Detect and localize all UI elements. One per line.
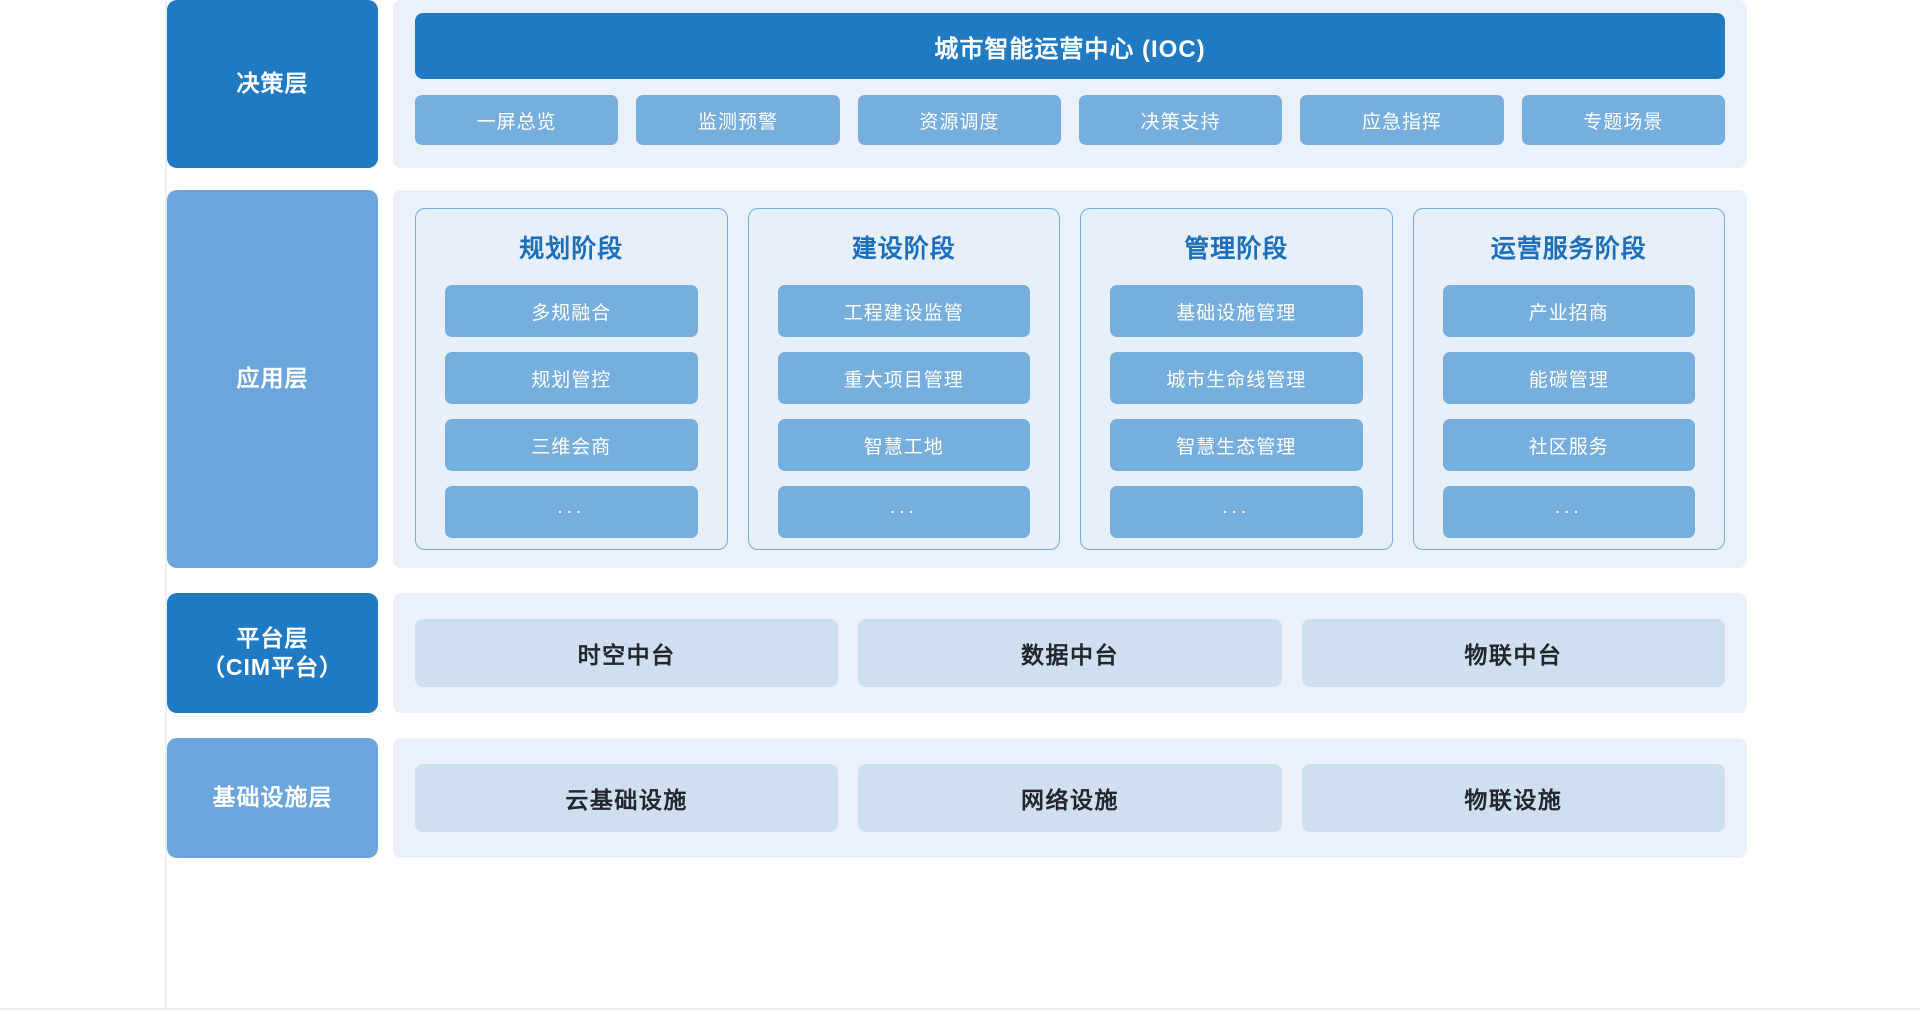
infra-box-network[interactable]: 网络设施 <box>858 764 1282 832</box>
application-panel: 规划阶段 多规融合 规划管控 三维会商 ... 建设阶段 工程建设监管 重大项目… <box>393 190 1747 568</box>
layer-row-application: 应用层 规划阶段 多规融合 规划管控 三维会商 ... 建设阶段 <box>167 190 1747 568</box>
phase-item[interactable]: 基础设施管理 <box>1110 285 1363 337</box>
ioc-button-overview[interactable]: 一屏总览 <box>415 95 619 145</box>
ioc-banner[interactable]: 城市智能运营中心 (IOC) <box>415 13 1725 79</box>
phase-item-more[interactable]: ... <box>777 486 1030 538</box>
layer-label-decision[interactable]: 决策层 <box>167 0 378 168</box>
ioc-button-monitoring[interactable]: 监测预警 <box>636 95 840 145</box>
layer-label-application[interactable]: 应用层 <box>167 190 378 568</box>
layer-row-platform: 平台层 （CIM平台） 时空中台 数据中台 物联中台 <box>167 593 1747 713</box>
row-gap <box>378 0 393 168</box>
phase-item-list: 产业招商 能碳管理 社区服务 ... <box>1442 285 1695 538</box>
layer-row-infrastructure: 基础设施层 云基础设施 网络设施 物联设施 <box>167 738 1747 858</box>
phase-item[interactable]: 社区服务 <box>1442 419 1695 471</box>
layer-label-platform[interactable]: 平台层 （CIM平台） <box>167 593 378 713</box>
layer-row-decision: 决策层 城市智能运营中心 (IOC) 一屏总览 监测预警 资源调度 决策支持 应… <box>167 0 1747 168</box>
phase-item[interactable]: 工程建设监管 <box>777 285 1030 337</box>
decision-panel: 城市智能运营中心 (IOC) 一屏总览 监测预警 资源调度 决策支持 应急指挥 … <box>393 0 1747 168</box>
phase-item-more[interactable]: ... <box>1110 486 1363 538</box>
phase-title: 规划阶段 <box>519 235 624 263</box>
platform-box-spatiotemporal[interactable]: 时空中台 <box>415 619 839 687</box>
row-gap <box>378 593 393 713</box>
ioc-button-scenario[interactable]: 专题场景 <box>1521 95 1725 145</box>
phase-item[interactable]: 能碳管理 <box>1442 352 1695 404</box>
ioc-button-decision[interactable]: 决策支持 <box>1078 95 1283 145</box>
infra-box-iot[interactable]: 物联设施 <box>1301 764 1725 832</box>
ioc-button-emergency[interactable]: 应急指挥 <box>1300 95 1504 145</box>
bottom-divider-rule <box>0 1008 1920 1010</box>
phase-item[interactable]: 智慧生态管理 <box>1110 419 1363 471</box>
phase-card-grid: 规划阶段 多规融合 规划管控 三维会商 ... 建设阶段 工程建设监管 重大项目… <box>415 208 1725 550</box>
phase-item[interactable]: 重大项目管理 <box>777 352 1030 404</box>
ioc-button-row: 一屏总览 监测预警 资源调度 决策支持 应急指挥 专题场景 <box>415 95 1725 145</box>
phase-item[interactable]: 三维会商 <box>445 419 698 471</box>
infrastructure-panel: 云基础设施 网络设施 物联设施 <box>393 738 1747 858</box>
phase-item-list: 多规融合 规划管控 三维会商 ... <box>445 285 698 538</box>
phase-item-more[interactable]: ... <box>1442 486 1695 538</box>
layer-label-platform-line1: 平台层 <box>236 624 309 651</box>
row-gap <box>378 738 393 858</box>
phase-item-more[interactable]: ... <box>445 486 698 538</box>
infra-box-cloud[interactable]: 云基础设施 <box>415 764 839 832</box>
layer-label-infrastructure[interactable]: 基础设施层 <box>167 738 378 858</box>
phase-item[interactable]: 城市生命线管理 <box>1110 352 1363 404</box>
phase-title: 运营服务阶段 <box>1490 235 1647 263</box>
phase-item-list: 基础设施管理 城市生命线管理 智慧生态管理 ... <box>1110 285 1363 538</box>
platform-box-row: 时空中台 数据中台 物联中台 <box>415 607 1725 699</box>
platform-box-iot[interactable]: 物联中台 <box>1301 619 1725 687</box>
infrastructure-box-row: 云基础设施 网络设施 物联设施 <box>415 752 1725 844</box>
phase-item-list: 工程建设监管 重大项目管理 智慧工地 ... <box>777 285 1030 538</box>
row-gap <box>378 190 393 568</box>
phase-item[interactable]: 智慧工地 <box>777 419 1030 471</box>
platform-panel: 时空中台 数据中台 物联中台 <box>393 593 1747 713</box>
ioc-button-resource[interactable]: 资源调度 <box>857 95 1061 145</box>
phase-title: 建设阶段 <box>851 235 956 263</box>
phase-item[interactable]: 规划管控 <box>445 352 698 404</box>
phase-item[interactable]: 多规融合 <box>445 285 698 337</box>
phase-item[interactable]: 产业招商 <box>1442 285 1695 337</box>
phase-card-management[interactable]: 管理阶段 基础设施管理 城市生命线管理 智慧生态管理 ... <box>1080 208 1393 550</box>
layer-stack: 决策层 城市智能运营中心 (IOC) 一屏总览 监测预警 资源调度 决策支持 应… <box>167 0 1747 1010</box>
left-divider-rule <box>165 0 167 1010</box>
phase-title: 管理阶段 <box>1184 235 1289 263</box>
phase-card-planning[interactable]: 规划阶段 多规融合 规划管控 三维会商 ... <box>415 208 728 550</box>
phase-card-construction[interactable]: 建设阶段 工程建设监管 重大项目管理 智慧工地 ... <box>747 208 1060 550</box>
layer-label-platform-line2: （CIM平台） <box>201 654 344 680</box>
phase-card-operation-service[interactable]: 运营服务阶段 产业招商 能碳管理 社区服务 ... <box>1412 208 1725 550</box>
platform-box-data[interactable]: 数据中台 <box>858 619 1282 687</box>
